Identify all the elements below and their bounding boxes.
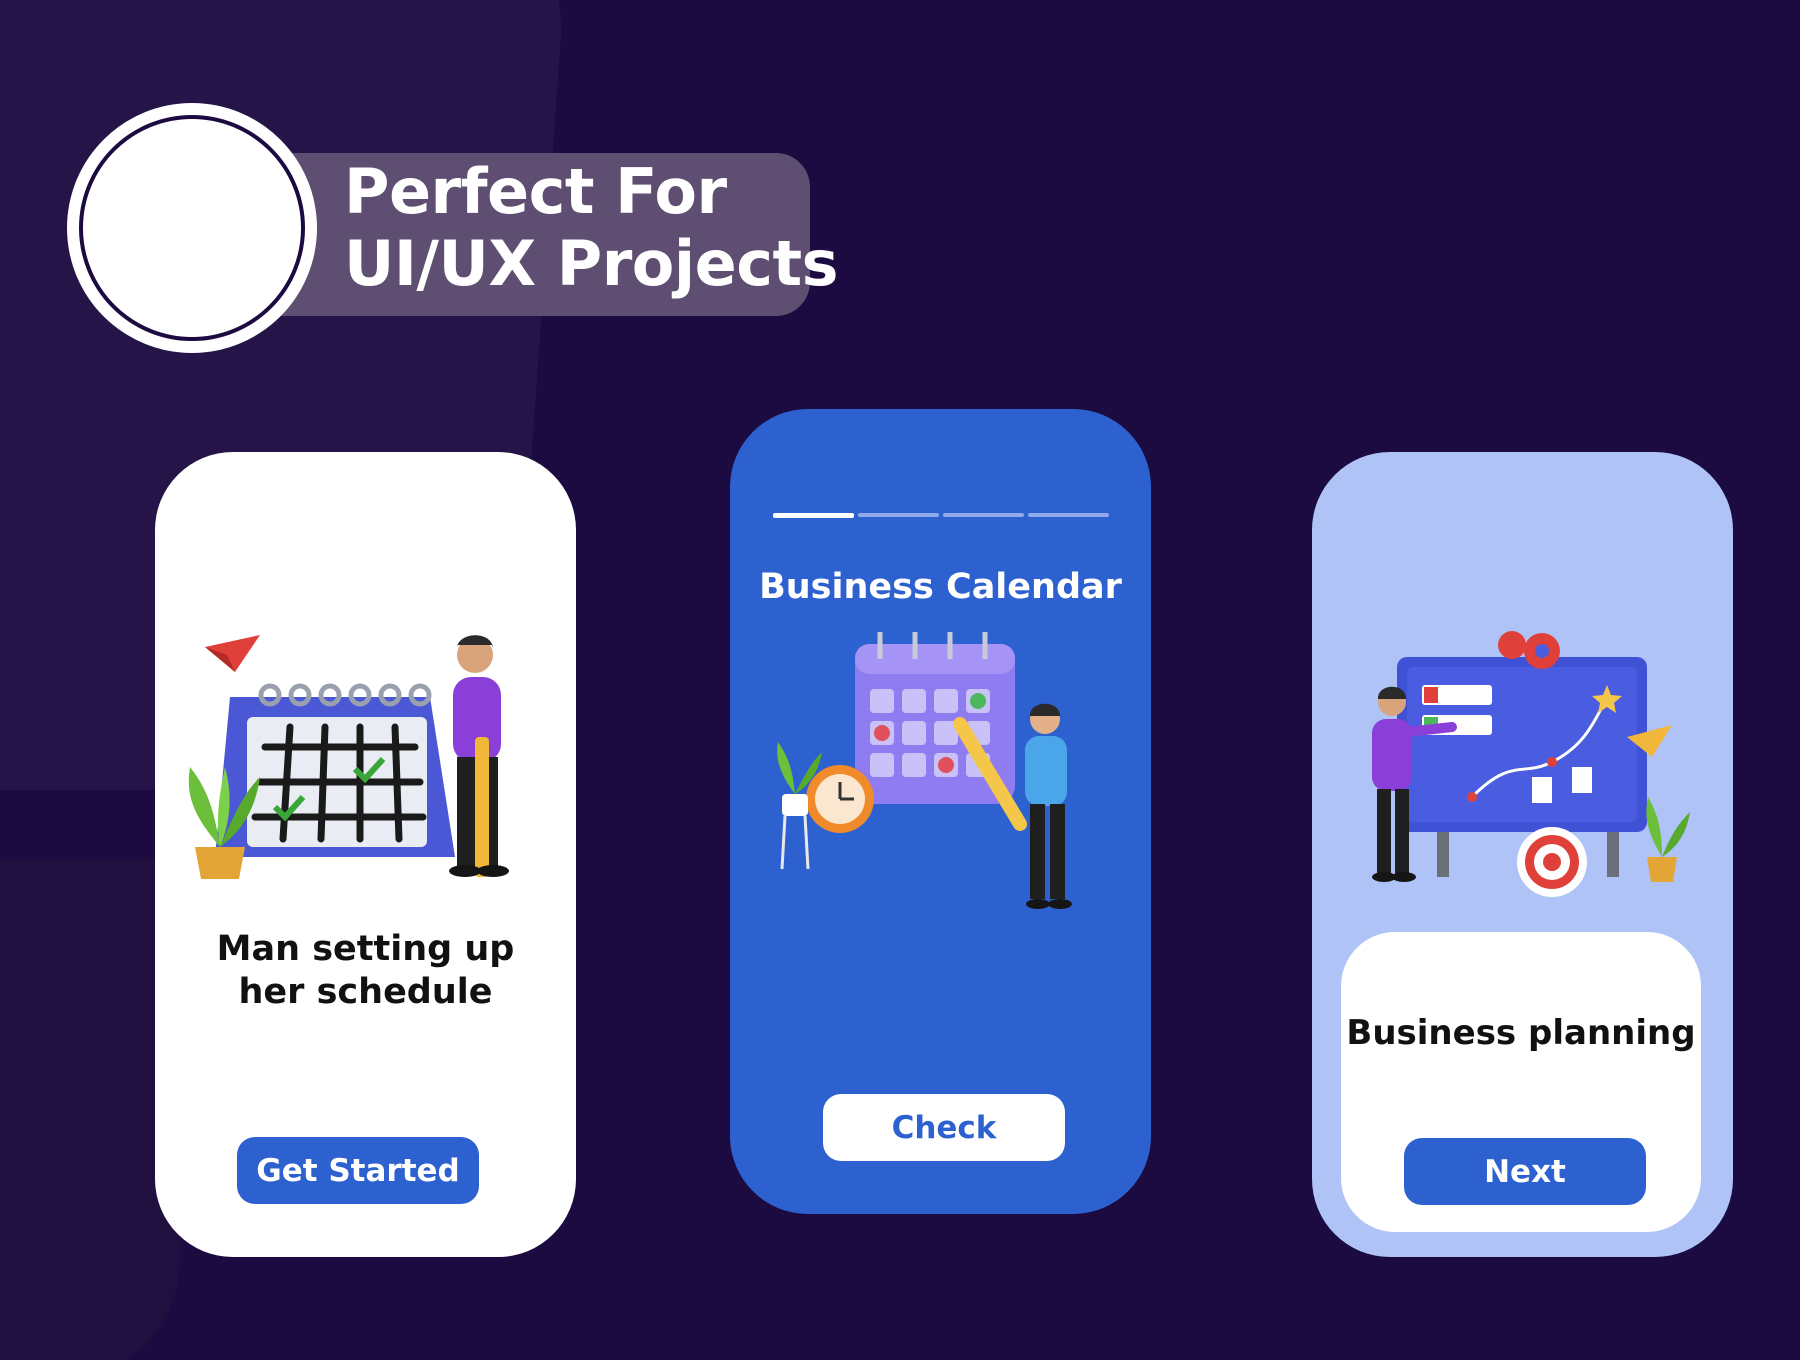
progress-step-3 [943,513,1024,517]
screen-1-caption-line2: her schedule [238,972,493,1012]
screen-3-caption: Business planning [1346,1013,1696,1053]
next-button[interactable]: Next [1404,1138,1646,1205]
screen-1-caption: Man setting up her schedule [155,928,576,1014]
get-started-button[interactable]: Get Started [237,1137,479,1204]
logo-circle [67,103,317,353]
onboarding-screen-2: Business Calendar [730,409,1151,1214]
screen-3-content-card: Business planning Next [1341,932,1701,1232]
header-title-line2: UI/UX Projects [344,227,839,300]
logo-inner-ring [79,115,305,341]
calendar-illustration [777,632,1072,909]
header-title-line1: Perfect For [344,155,727,228]
background-shape-lower [0,860,180,1360]
progress-step-4 [1028,513,1109,517]
check-button[interactable]: Check [823,1094,1065,1161]
screen-2-title: Business Calendar [759,567,1122,607]
schedule-illustration [188,635,509,879]
screen-1-caption-line1: Man setting up [216,929,515,969]
progress-step-1 [773,513,854,518]
header-pill [250,153,810,316]
progress-indicator [773,513,1109,518]
onboarding-screen-3: Business planning Next [1312,452,1733,1257]
onboarding-screen-1: Man setting up her schedule Get Started [155,452,576,1257]
header-title: Perfect For UI/UX Projects [344,155,839,300]
progress-step-2 [858,513,939,517]
planning-illustration [1372,631,1690,897]
